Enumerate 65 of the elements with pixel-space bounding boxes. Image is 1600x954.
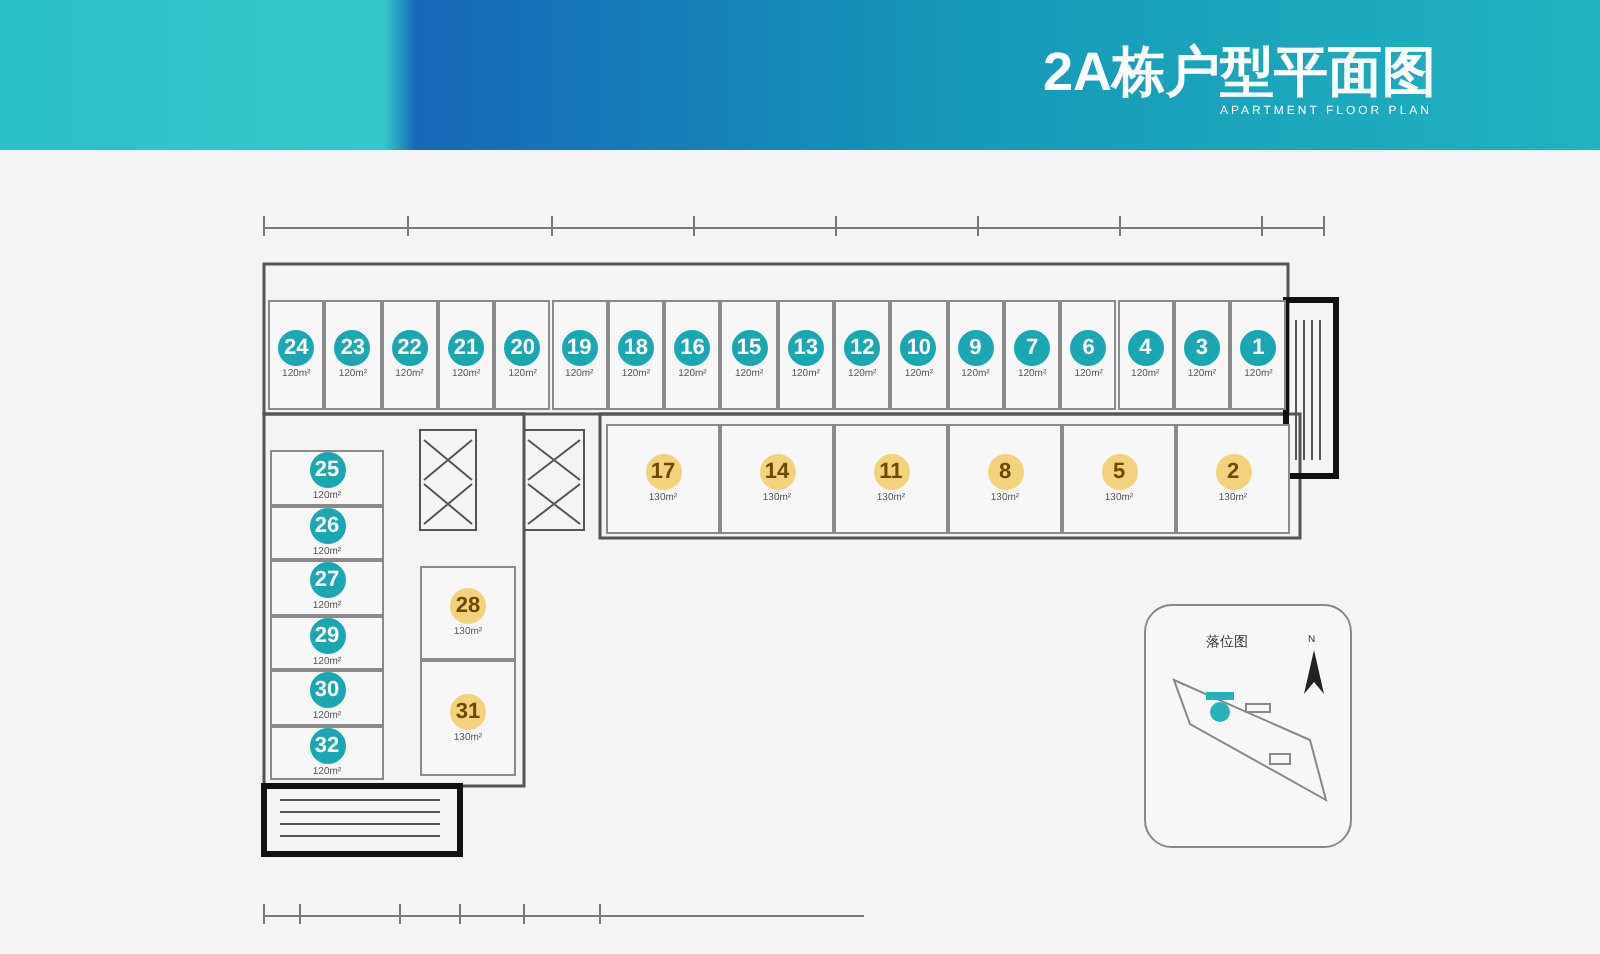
apartment-unit [664,300,721,410]
unit-number: 28 [450,588,486,624]
apartment-unit [268,300,325,410]
unit-number: 7 [1014,330,1051,366]
apartment-unit [420,660,516,776]
unit-number: 17 [645,454,681,490]
unit-number: 30 [309,672,345,709]
apartment-unit [777,300,834,410]
apartment-unit [1062,424,1176,534]
apartment-unit [948,424,1062,534]
unit-number: 26 [309,507,345,544]
apartment-unit [381,300,438,410]
apartment-unit [607,300,665,410]
apartment-unit [324,300,382,410]
unit-number: 11 [873,454,909,490]
unit-number: 9 [957,330,994,366]
apartment-unit [1173,300,1231,410]
unit-number: 13 [787,330,824,366]
apartment-unit [1003,300,1061,410]
unit-number: 14 [759,454,795,490]
unit-number: 10 [900,330,937,366]
apartment-unit [606,424,720,534]
unit-number: 23 [334,330,371,366]
unit-number: 31 [450,693,486,729]
unit-number: 15 [731,330,768,366]
unit-number: 1 [1240,330,1277,366]
unit-number: 5 [1101,454,1137,490]
apartment-unit [270,450,384,505]
unit-number: 18 [617,330,654,366]
apartment-unit [1176,424,1290,534]
unit-number: 3 [1183,330,1220,366]
unit-number: 16 [674,330,711,366]
unit-number: 27 [309,562,345,599]
unit-number: 2 [1215,454,1251,490]
unit-number: 6 [1070,330,1107,366]
apartment-unit [551,300,608,410]
apartment-unit [720,424,834,534]
unit-number: 21 [448,330,485,366]
apartment-unit [1230,300,1287,410]
apartment-unit [834,424,948,534]
apartment-unit [1117,300,1174,410]
page-title: 2A栋户型平面图 [1042,40,1436,105]
apartment-unit [270,725,384,780]
apartment-unit [270,670,384,725]
apartment-unit [437,300,495,410]
apartment-unit [947,300,1004,410]
apartment-unit [270,505,384,560]
apartment-unit [270,615,384,670]
apartment-unit [890,300,948,410]
unit-number: 4 [1127,330,1164,366]
unit-number: 22 [391,330,428,366]
apartment-unit [834,300,891,410]
apartment-unit [494,300,551,410]
unit-number: 20 [504,330,541,366]
apartment-unit [720,300,778,410]
apartment-unit [420,566,516,660]
unit-number: 25 [309,452,345,489]
unit-number: 29 [309,617,345,654]
unit-number: 32 [309,727,345,764]
apartment-unit [1060,300,1117,410]
unit-number: 19 [561,330,598,366]
unit-number: 24 [278,330,315,366]
unit-number: 12 [844,330,881,366]
apartment-unit [270,560,384,615]
unit-number: 8 [987,454,1023,490]
